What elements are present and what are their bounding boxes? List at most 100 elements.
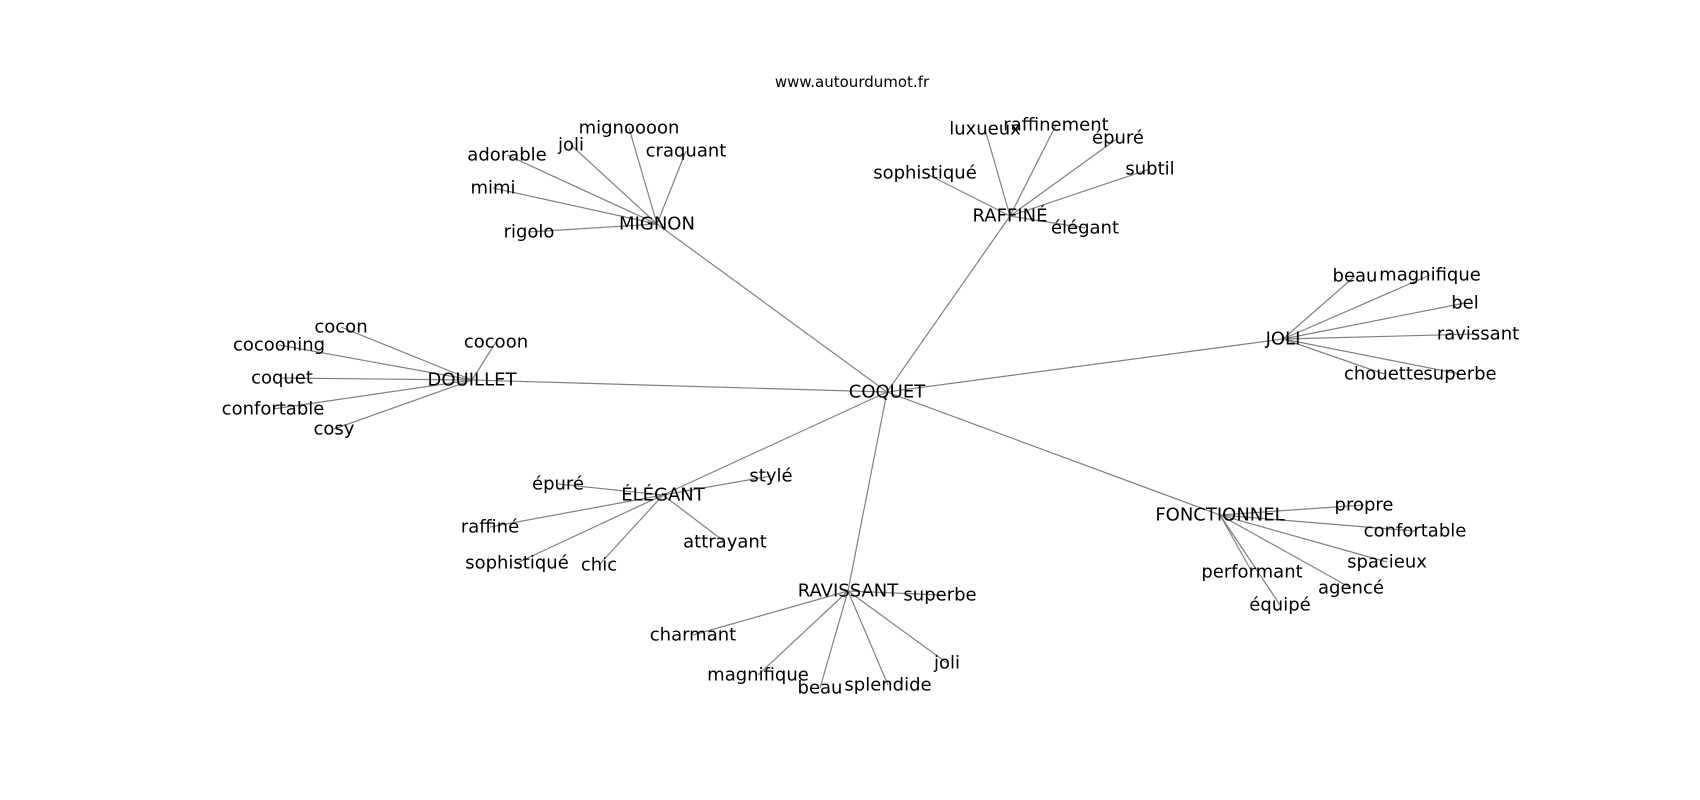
edge-joli-leaf: [1282, 338, 1461, 375]
leaf-node: chic: [581, 555, 617, 576]
leaf-node: joli: [557, 135, 584, 156]
leaf-node: cocooning: [233, 335, 325, 356]
leaf-node: adorable: [467, 145, 546, 166]
leaf-node: cocon: [314, 317, 367, 338]
leaf-node: élégant: [1051, 218, 1119, 239]
edge-raffine-leaf: [924, 172, 1011, 217]
leaf-node: cosy: [314, 419, 355, 440]
leaf-node: cocoon: [464, 332, 528, 353]
edge-elegant-leaf: [662, 494, 726, 543]
leaf-node: équipé: [1249, 595, 1310, 616]
leaf-node: beau: [1333, 266, 1378, 287]
edge-ravissant-leaf: [847, 590, 889, 686]
edge-elegant-leaf: [516, 494, 664, 564]
edge-elegant-leaf: [557, 483, 664, 496]
edge-fonctionnel-leaf: [1219, 504, 1365, 516]
leaf-node: mimi: [470, 178, 515, 199]
edge-douillet-leaf: [471, 341, 497, 381]
edge-ravissant-leaf: [757, 590, 849, 676]
edge-root-douillet: [471, 379, 888, 393]
leaf-node: raffinement: [1003, 115, 1108, 136]
leaf-node: attrayant: [683, 532, 767, 553]
leaf-node: luxueux: [949, 119, 1021, 140]
leaf-node: craquant: [646, 141, 727, 162]
hub-node-ravissant: RAVISSANT: [798, 581, 900, 602]
edge-douillet-leaf: [340, 326, 473, 381]
hub-node-mignon: MIGNON: [619, 214, 695, 235]
leaf-node: magnifique: [707, 665, 809, 686]
edge-joli-leaf: [1282, 274, 1431, 340]
edge-elegant-leaf: [489, 494, 664, 528]
leaf-node: charmant: [650, 625, 736, 646]
edge-fonctionnel-leaf: [1219, 514, 1281, 606]
edge-mignon-leaf: [506, 154, 658, 225]
edge-raffine-leaf: [1009, 168, 1151, 217]
edge-douillet-leaf: [333, 379, 473, 430]
leaf-node: chouette: [1344, 364, 1424, 385]
edge-raffine-leaf: [1009, 137, 1119, 217]
edge-raffine-leaf: [984, 128, 1011, 217]
edge-raffine-leaf: [1009, 124, 1057, 217]
leaf-node: propre: [1335, 495, 1394, 516]
edge-ravissant-leaf: [847, 590, 948, 664]
hub-node-fonctionnel: FONCTIONNEL: [1155, 505, 1284, 526]
edge-raffine-leaf: [1009, 215, 1086, 229]
leaf-node: rigolo: [504, 222, 555, 243]
leaf-node: splendide: [844, 675, 931, 696]
leaf-node: subtil: [1125, 159, 1174, 180]
edge-root-raffine: [886, 215, 1011, 393]
leaf-node: agencé: [1318, 578, 1384, 599]
edge-root-mignon: [656, 223, 888, 393]
hub-node-raffine: RAFFINÉ: [973, 205, 1048, 227]
hub-node-joli: JOLI: [1265, 329, 1301, 350]
edge-elegant-leaf: [598, 494, 664, 566]
edge-joli-leaf: [1282, 302, 1466, 340]
source-text: www.autourdumot.fr: [775, 73, 930, 91]
edge-mignon-leaf: [528, 223, 658, 233]
edge-mignon-leaf: [656, 150, 687, 225]
edge-mignon-leaf: [492, 187, 658, 225]
leaf-node: performant: [1201, 562, 1302, 583]
leaf-node: confortable: [222, 399, 325, 420]
leaf-node: beau: [798, 678, 843, 699]
leaf-node: raffiné: [461, 517, 519, 538]
leaf-node: superbe: [1423, 364, 1496, 385]
root-node-label: COQUET: [849, 382, 926, 403]
leaf-node: sophistiqué: [465, 553, 569, 574]
leaf-node: joli: [933, 653, 960, 674]
edge-root-elegant: [662, 391, 888, 496]
edge-root-ravissant: [847, 391, 888, 592]
edge-elegant-leaf: [662, 475, 772, 496]
edge-fonctionnel-leaf: [1219, 514, 1416, 532]
edge-joli-leaf: [1282, 338, 1385, 375]
edge-douillet-leaf: [278, 344, 473, 381]
leaf-node: magnifique: [1379, 265, 1481, 286]
edge-root-fonctionnel: [886, 391, 1221, 516]
edge-joli-leaf: [1282, 333, 1479, 340]
leaf-node: superbe: [903, 585, 976, 606]
edge-root-joli: [886, 338, 1284, 393]
edge-ravissant-leaf: [847, 590, 941, 596]
leaf-node: spacieux: [1347, 552, 1427, 573]
edge-ravissant-leaf: [692, 590, 849, 636]
edge-joli-leaf: [1282, 275, 1356, 340]
leaf-node: mignoooon: [579, 118, 680, 139]
hub-node-elegant: ÉLÉGANT: [621, 484, 706, 506]
leaf-node: bel: [1451, 293, 1479, 314]
edge-fonctionnel-leaf: [1219, 514, 1253, 573]
edge-fonctionnel-leaf: [1219, 514, 1352, 589]
edge-douillet-leaf: [281, 377, 473, 381]
edge-mignon-leaf: [570, 144, 658, 225]
leaf-node: stylé: [749, 466, 792, 487]
hub-node-douillet: DOUILLET: [428, 370, 518, 391]
leaf-node: épuré: [1092, 128, 1144, 149]
edge-douillet-leaf: [272, 379, 473, 410]
leaf-node: ravissant: [1437, 324, 1519, 345]
leaf-node: coquet: [251, 368, 313, 389]
edges-layer: [272, 124, 1479, 689]
leaf-node: épuré: [532, 474, 584, 495]
edge-mignon-leaf: [628, 127, 658, 225]
leaf-node: sophistiqué: [873, 163, 977, 184]
